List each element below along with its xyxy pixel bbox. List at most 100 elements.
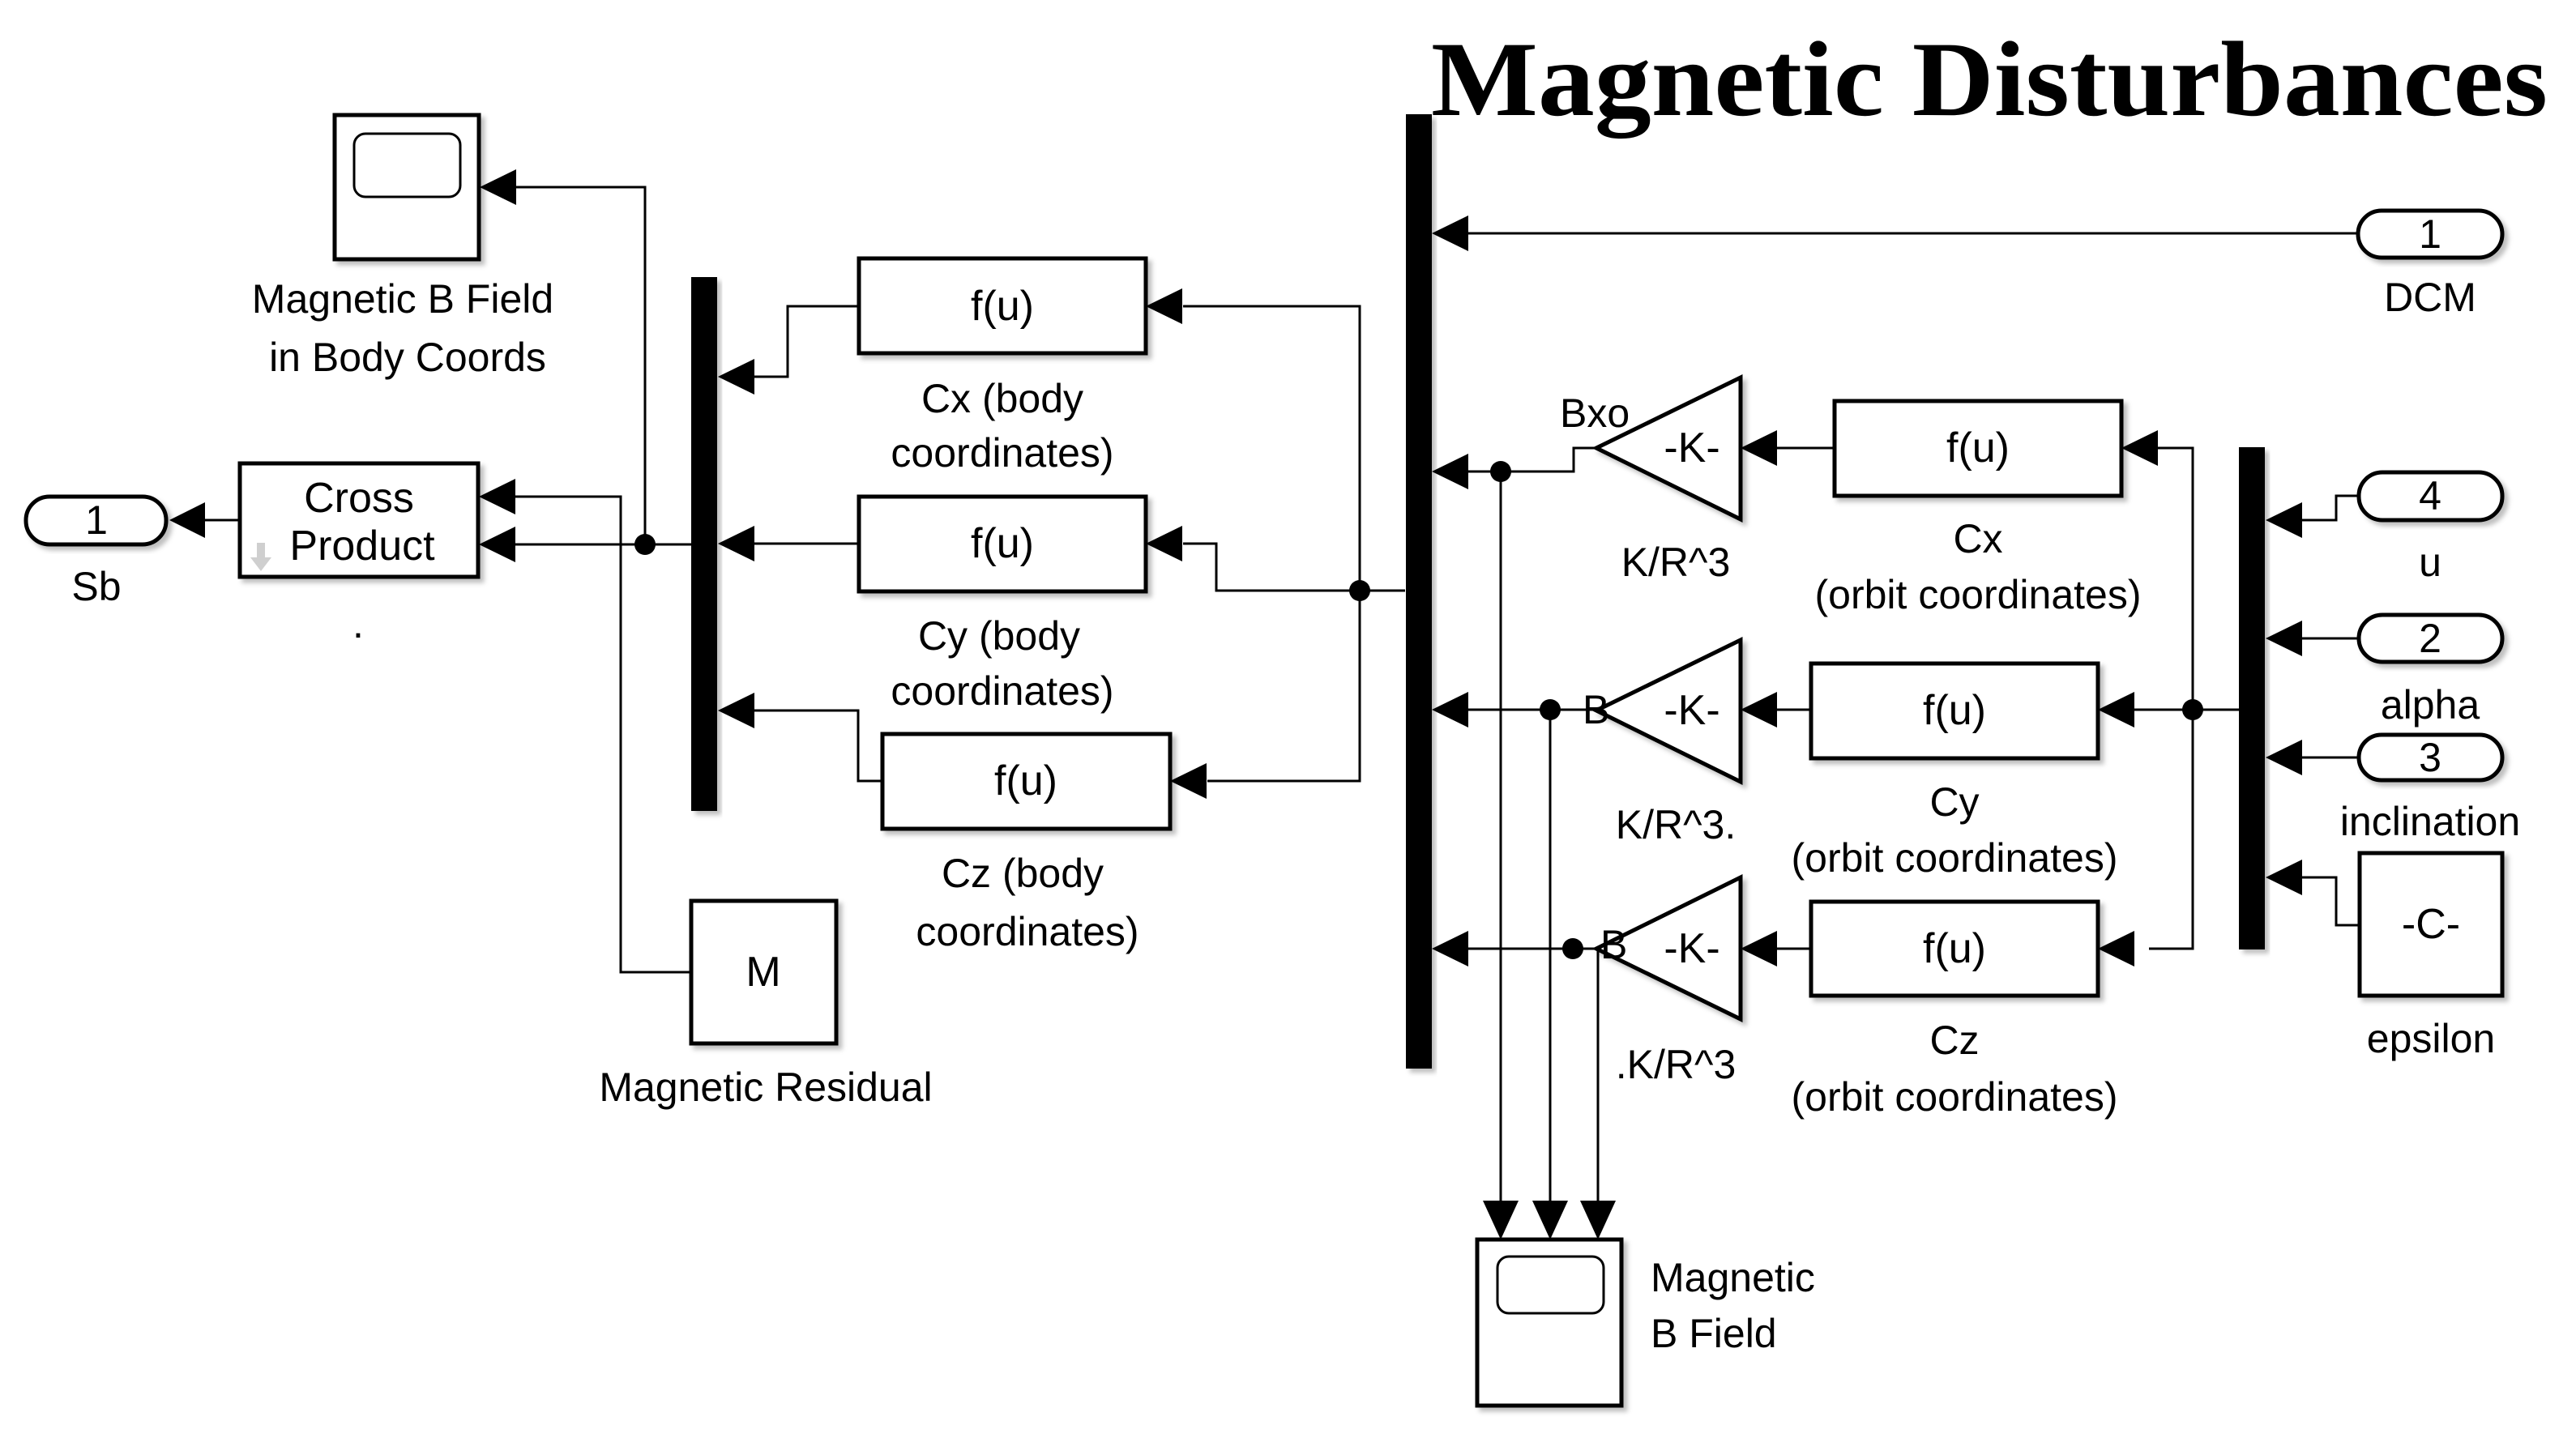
wire-cxb[interactable]: [754, 305, 858, 378]
fcn-cx-orbit-label-1: Cx: [1953, 516, 2002, 561]
wire-czb[interactable]: [754, 709, 882, 783]
arrowheads: [169, 169, 2302, 1240]
arrow-scope-body: [480, 169, 516, 205]
outport-sb-label: Sb: [71, 564, 121, 609]
cross-product-line2: Product: [289, 523, 435, 570]
inport-u-label: u: [2419, 540, 2441, 585]
big-bus-mux[interactable]: [1406, 114, 1432, 1069]
fcn-cx-body-label-1: Cx (body: [921, 376, 1083, 421]
fcn-cx-body[interactable]: f(u) Cx (body coordinates): [857, 256, 1148, 476]
scope-body-screen-icon: [352, 132, 462, 198]
gain-by[interactable]: -K- K/R^3. B: [1583, 636, 1743, 847]
fcn-cy-orbit[interactable]: f(u) Cy (orbit coordinates): [1792, 661, 2118, 881]
signal-label-bzo: B: [1600, 922, 1627, 967]
fcn-cz-orbit-text: f(u): [1923, 925, 1986, 972]
fcn-cy-body-text: f(u): [971, 520, 1034, 567]
scope-body-label-2: in Body Coords: [269, 335, 546, 380]
gain-by-text: -K-: [1664, 687, 1719, 734]
wire-epsilon[interactable]: [2293, 876, 2360, 927]
magnetic-residual-label: Magnetic Residual: [599, 1065, 932, 1110]
junction-mux: [2182, 699, 2203, 720]
fcn-cy-body[interactable]: f(u) Cy (body coordinates): [857, 494, 1148, 714]
fcn-cy-orbit-label-2: (orbit coordinates): [1792, 835, 2118, 881]
arrow-mux-incl: [2266, 740, 2302, 775]
junction-left-bus: [634, 534, 656, 555]
inport-inclination-number: 3: [2419, 735, 2441, 780]
fcn-cy-orbit-text: f(u): [1923, 687, 1986, 734]
wire-body-cy[interactable]: [1183, 542, 1360, 592]
fcn-cx-orbit-text: f(u): [1946, 425, 2010, 472]
arrow-sb: [169, 502, 205, 538]
arrow-scope-3: [1580, 1201, 1616, 1240]
arrow-lbus-1: [718, 359, 754, 395]
magnetic-residual-block[interactable]: M Magnetic Residual: [599, 898, 933, 1110]
arrow-mux-eps: [2266, 860, 2302, 895]
constant-epsilon[interactable]: -C- epsilon: [2357, 851, 2505, 1061]
inport-dcm[interactable]: 1 DCM: [2356, 208, 2505, 320]
arrow-body-cy: [1146, 526, 1182, 561]
gain-bz[interactable]: -K- .K/R^3 B: [1591, 873, 1743, 1087]
scope-body-coords[interactable]: Magnetic B Field in Body Coords: [252, 113, 553, 380]
arrow-mux-u: [2266, 502, 2302, 538]
arrow-scope-1: [1483, 1201, 1519, 1240]
inport-inclination[interactable]: 3 inclination: [2340, 732, 2520, 844]
junction-by: [1540, 699, 1561, 720]
gain-bx[interactable]: -K- K/R^3 Bxo: [1560, 373, 1743, 585]
gain-by-label: K/R^3.: [1616, 802, 1737, 847]
junction-bus-out: [1349, 580, 1370, 601]
outport-sb-number: 1: [85, 497, 108, 543]
wire-body-branch[interactable]: [1183, 305, 1361, 783]
fcn-cz-body-label-2: coordinates): [916, 909, 1138, 954]
arrow-lbus-3: [718, 693, 754, 728]
arrow-gain3: [1741, 931, 1777, 966]
fcn-cy-body-label-1: Cy (body: [918, 613, 1080, 659]
scope-body-label-1: Magnetic B Field: [252, 276, 553, 322]
arrow-cross-1: [479, 479, 515, 514]
wire-bxo[interactable]: [1459, 446, 1596, 473]
inport-alpha[interactable]: 2 alpha: [2356, 612, 2505, 728]
fcn-cz-body[interactable]: f(u) Cz (body coordinates): [880, 732, 1173, 954]
signal-lines: [205, 186, 2360, 1215]
fcn-cx-body-text: f(u): [971, 283, 1034, 330]
scope-magnetic-b-field[interactable]: Magnetic B Field: [1475, 1237, 1815, 1408]
wire-u[interactable]: [2293, 494, 2359, 522]
fcn-cz-body-label-1: Cz (body: [942, 851, 1104, 896]
scope-b-field-label-1: Magnetic: [1651, 1255, 1815, 1300]
inport-u[interactable]: 4 u: [2356, 470, 2505, 585]
junction-dots: [634, 461, 2203, 959]
gain-bx-label: K/R^3: [1621, 540, 1731, 585]
wire-orbit-branch[interactable]: [2149, 446, 2194, 950]
fcn-cy-orbit-label-1: Cy: [1929, 779, 1979, 825]
fcn-cx-body-label-2: coordinates): [891, 430, 1113, 476]
arrow-byo: [1432, 692, 1468, 728]
magnetic-residual-text: M: [745, 949, 780, 996]
gain-bx-text: -K-: [1664, 425, 1719, 472]
arrow-body-cz: [1170, 763, 1207, 799]
down-arrow-icon: [250, 543, 271, 571]
fcn-cx-orbit-label-2: (orbit coordinates): [1815, 572, 2142, 617]
scope-b-field-label-2: B Field: [1651, 1311, 1777, 1356]
arrow-body-cx: [1146, 288, 1182, 324]
signal-label-bxo: Bxo: [1560, 390, 1630, 436]
fcn-cx-orbit[interactable]: f(u) Cx (orbit coordinates): [1815, 399, 2142, 617]
fcn-cz-orbit[interactable]: f(u) Cz (orbit coordinates): [1792, 899, 2118, 1120]
left-bus-mux[interactable]: [691, 277, 717, 811]
fcn-cz-body-text: f(u): [994, 757, 1057, 804]
scope-screen-icon: [1496, 1255, 1605, 1315]
inport-dcm-label: DCM: [2384, 275, 2476, 320]
wire-scope-body[interactable]: [515, 186, 647, 544]
outport-sb[interactable]: 1 Sb: [23, 494, 169, 609]
fcn-cz-orbit-label-1: Cz: [1929, 1018, 1979, 1063]
inport-u-number: 4: [2419, 473, 2441, 518]
arrow-dcm: [1432, 215, 1468, 251]
inport-inclination-label: inclination: [2340, 799, 2520, 844]
fcn-cy-body-label-2: coordinates): [891, 668, 1113, 714]
fcn-cz-orbit-label-2: (orbit coordinates): [1792, 1074, 2118, 1120]
wire-residual[interactable]: [515, 495, 691, 974]
orbit-input-mux[interactable]: [2239, 447, 2265, 949]
arrow-mux-alpha: [2266, 621, 2302, 656]
arrow-orbit-cx: [2121, 430, 2158, 466]
arrow-gain1: [1741, 430, 1777, 466]
cross-product-block[interactable]: Cross Product .: [237, 461, 481, 646]
